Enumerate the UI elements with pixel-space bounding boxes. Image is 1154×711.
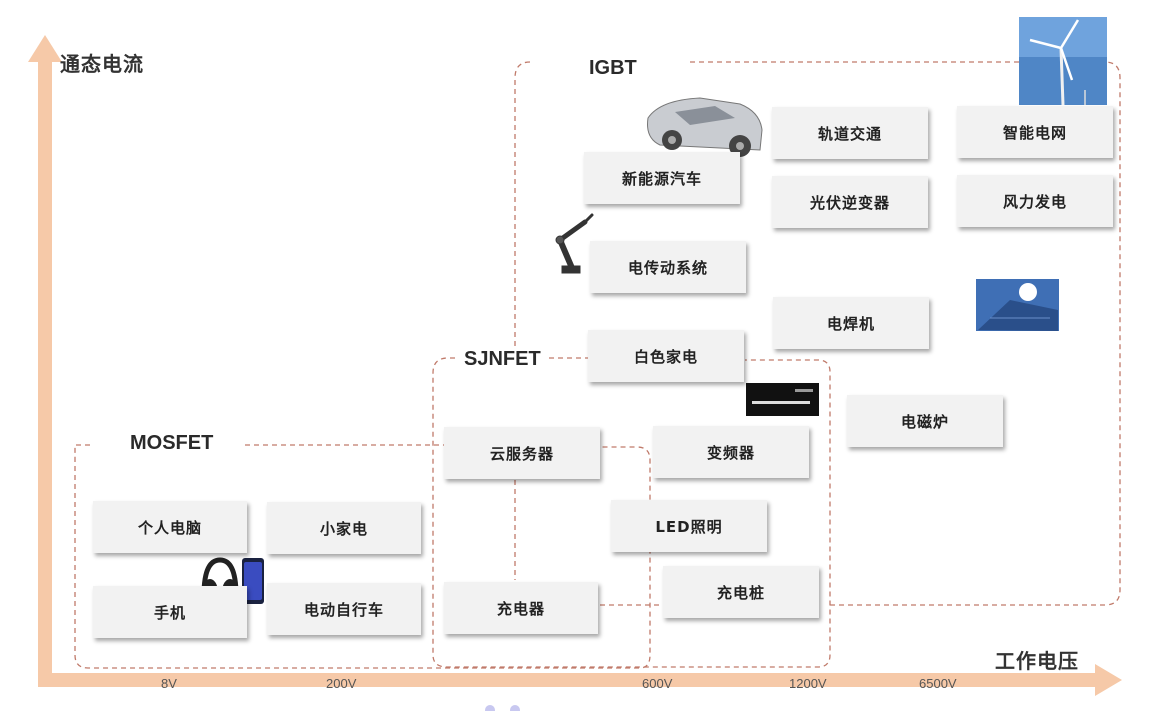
tick-6500v: 6500V bbox=[919, 676, 957, 691]
app-box-ebike: 电动自行车 bbox=[267, 583, 421, 635]
tick-600v: 600V bbox=[642, 676, 673, 691]
app-box-cloud-server: 云服务器 bbox=[444, 427, 600, 479]
app-box-small-appliance: 小家电 bbox=[267, 502, 421, 554]
y-axis-arrow bbox=[28, 35, 62, 685]
app-box-drive-system: 电传动系统 bbox=[590, 241, 746, 293]
robot-arm-icon bbox=[555, 213, 594, 274]
app-box-rail: 轨道交通 bbox=[772, 107, 928, 159]
app-box-nev: 新能源汽车 bbox=[584, 152, 740, 204]
app-box-induction-cooker: 电磁炉 bbox=[847, 395, 1003, 447]
app-box-charger: 充电器 bbox=[444, 582, 598, 634]
app-box-phone: 手机 bbox=[93, 586, 247, 638]
app-box-inverter: 变频器 bbox=[653, 426, 809, 478]
app-box-pc: 个人电脑 bbox=[93, 501, 247, 553]
igbt-label: IGBT bbox=[583, 57, 643, 80]
solar-panel-icon bbox=[976, 279, 1059, 331]
app-box-white-goods: 白色家电 bbox=[588, 330, 744, 382]
app-box-led: LED照明 bbox=[611, 500, 767, 552]
wind-turbine-icon bbox=[1019, 17, 1107, 106]
mosfet-label: MOSFET bbox=[124, 432, 220, 455]
sports-car-icon bbox=[647, 97, 763, 157]
igbt-region bbox=[514, 61, 1121, 606]
x-axis-arrow bbox=[38, 664, 1122, 696]
app-box-pv-inverter: 光伏逆变器 bbox=[772, 176, 928, 228]
tick-8v: 8V bbox=[161, 676, 177, 691]
x-axis-label: 工作电压 bbox=[995, 649, 1079, 673]
app-box-welder: 电焊机 bbox=[773, 297, 929, 349]
sjnfet-label: SJNFET bbox=[458, 348, 547, 371]
app-box-wind-power: 风力发电 bbox=[957, 175, 1113, 227]
y-axis-label: 通态电流 bbox=[60, 52, 144, 76]
tick-1200v: 1200V bbox=[789, 676, 827, 691]
mosfet-region bbox=[74, 444, 651, 669]
app-box-charging-pile: 充电桩 bbox=[663, 566, 819, 618]
app-box-smart-grid: 智能电网 bbox=[957, 106, 1113, 158]
smartphone-icon bbox=[242, 558, 264, 604]
tick-200v: 200V bbox=[326, 676, 357, 691]
induction-cooker-icon bbox=[746, 383, 819, 416]
